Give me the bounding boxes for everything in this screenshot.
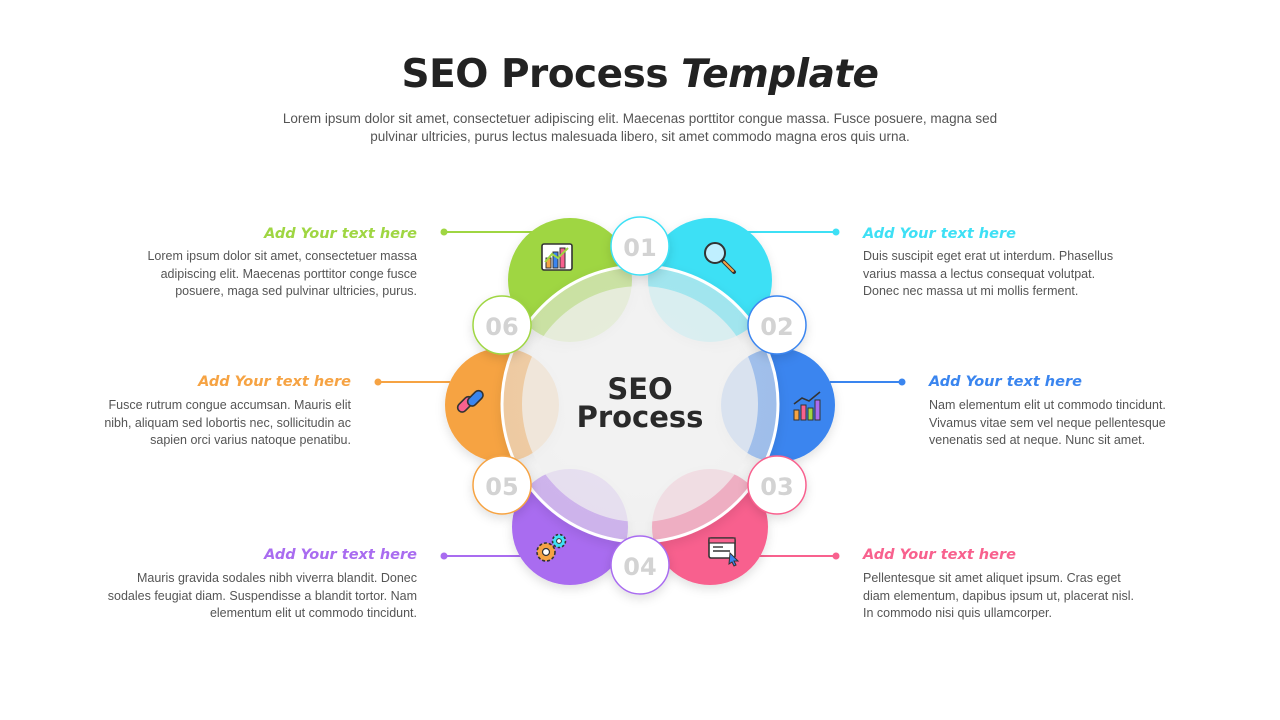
step-05-body: Fusce rutrum congue accumsan. Mauris eli… [104, 398, 351, 447]
page-subtitle: Lorem ipsum dolor sit amet, consectetuer… [282, 111, 998, 144]
analytics-chart-icon [541, 243, 573, 271]
center-inner-disc [522, 286, 758, 522]
step-01-heading: Add Your text here [863, 226, 1016, 242]
title-italic: Template [681, 52, 879, 97]
badge-ring-02 [747, 295, 807, 355]
link-chain-icon [456, 389, 484, 413]
step-02-body: Nam elementum elit ut commodo tincidunt.… [929, 398, 1166, 447]
gears-icon [536, 533, 567, 562]
connector-dot-01 [832, 228, 840, 236]
badge-ring-05 [472, 455, 532, 515]
bar-chart-growth-icon [793, 391, 821, 421]
badge-06: 06 [472, 295, 532, 355]
step-02-heading: Add Your text here [929, 374, 1082, 390]
step-05-heading: Add Your text here [198, 374, 351, 390]
badge-number-01: 01 [623, 234, 656, 262]
badge-05: 05 [472, 455, 532, 515]
step-04-heading: Add Your text here [264, 547, 417, 563]
badge-01: 01 [610, 216, 670, 276]
web-page-cursor-icon [708, 537, 740, 567]
step-01-body: Duis suscipit eget erat ut interdum. Pha… [863, 249, 1114, 298]
step-04-body: Mauris gravida sodales nibh viverra blan… [107, 571, 417, 620]
page-title: SEO Process Template [0, 52, 1280, 97]
connector-dot-06 [440, 228, 448, 236]
connector-dot-03 [832, 552, 840, 560]
step-03-heading: Add Your text here [863, 547, 1016, 563]
badge-ring-04 [610, 535, 670, 595]
step-03-body: Pellentesque sit amet aliquet ipsum. Cra… [863, 571, 1134, 620]
step-06-heading: Add Your text here [264, 226, 417, 242]
badge-03: 03 [747, 455, 807, 515]
badge-ring-06 [472, 295, 532, 355]
connector-dot-05 [374, 378, 382, 386]
connector-dot-04 [440, 552, 448, 560]
number-badges: 01 02 03 04 05 06 [472, 216, 807, 595]
magnifier-icon [704, 242, 736, 274]
badge-04: 04 [610, 535, 670, 595]
title-main: SEO Process [401, 52, 669, 97]
badge-ring-03 [747, 455, 807, 515]
badge-number-06: 06 [485, 313, 518, 341]
badge-number-03: 03 [760, 473, 793, 501]
center-label-line1: SEO [607, 372, 672, 406]
step-06-body: Lorem ipsum dolor sit amet, consectetuer… [147, 249, 417, 298]
badge-number-04: 04 [623, 553, 656, 581]
center-label-line2: Process [577, 400, 704, 434]
badge-02: 02 [747, 295, 807, 355]
badge-number-05: 05 [485, 473, 518, 501]
badge-number-02: 02 [760, 313, 793, 341]
badge-ring-01 [610, 216, 670, 276]
connector-dot-02 [898, 378, 906, 386]
